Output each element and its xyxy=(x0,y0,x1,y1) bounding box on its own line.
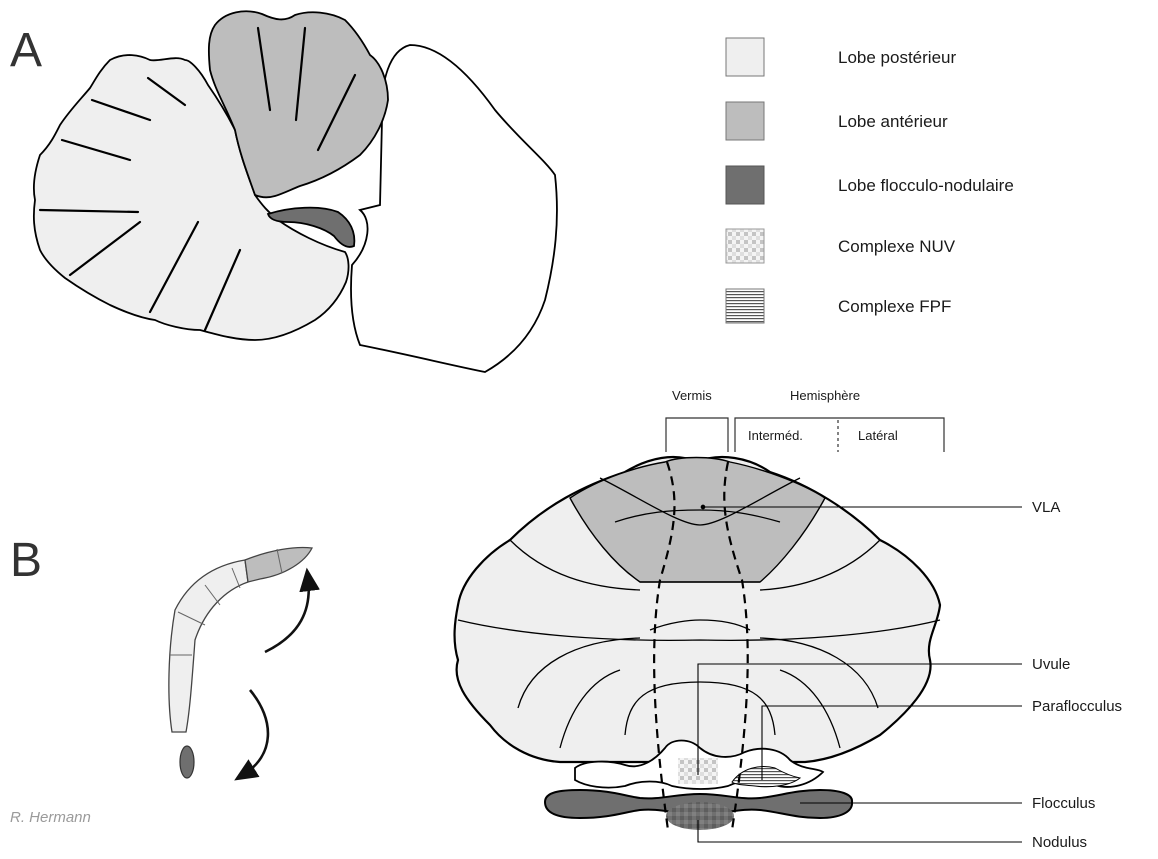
panel-label-a: A xyxy=(10,24,42,77)
zone-lateral-label: Latéral xyxy=(858,428,898,443)
callout-vla: VLA xyxy=(1032,499,1060,516)
zone-intermediate-label: Interméd. xyxy=(748,428,803,443)
author-credit: R. Hermann xyxy=(10,809,91,826)
legend-label-flocculonodular: Lobe flocculo-nodulaire xyxy=(838,176,1014,195)
legend-label-nuv: Complexe NUV xyxy=(838,237,956,256)
arrow-down xyxy=(243,690,268,775)
sagittal-section xyxy=(34,11,557,372)
zone-hemisphere-label: Hemisphère xyxy=(790,388,860,403)
flattened-cerebellum xyxy=(455,457,940,830)
panel-label-b: B xyxy=(10,534,42,587)
legend: Lobe postérieur Lobe antérieur Lobe floc… xyxy=(726,38,1014,323)
legend-swatch-flocculonodular xyxy=(726,166,764,204)
legend-label-posterior: Lobe postérieur xyxy=(838,48,956,67)
arrow-up xyxy=(265,578,309,652)
strip-anterior xyxy=(245,548,312,583)
strip-flocculonodular xyxy=(180,746,194,778)
unfolded-cerebellum-strip xyxy=(169,548,312,779)
nodulus-nuv-zone xyxy=(666,802,734,830)
zone-vermis-label: Vermis xyxy=(672,388,712,403)
callout-paraflocculus: Paraflocculus xyxy=(1032,698,1122,715)
callout-uvula: Uvule xyxy=(1032,656,1070,673)
legend-swatch-nuv xyxy=(726,229,764,263)
legend-label-anterior: Lobe antérieur xyxy=(838,112,948,131)
strip-posterior xyxy=(169,560,248,732)
legend-label-fpf: Complexe FPF xyxy=(838,297,951,316)
callout-flocculus: Flocculus xyxy=(1032,795,1095,812)
zone-brackets xyxy=(666,418,944,452)
legend-swatch-anterior xyxy=(726,102,764,140)
callout-nodulus: Nodulus xyxy=(1032,834,1087,851)
legend-swatch-fpf xyxy=(726,289,764,323)
legend-swatch-posterior xyxy=(726,38,764,76)
